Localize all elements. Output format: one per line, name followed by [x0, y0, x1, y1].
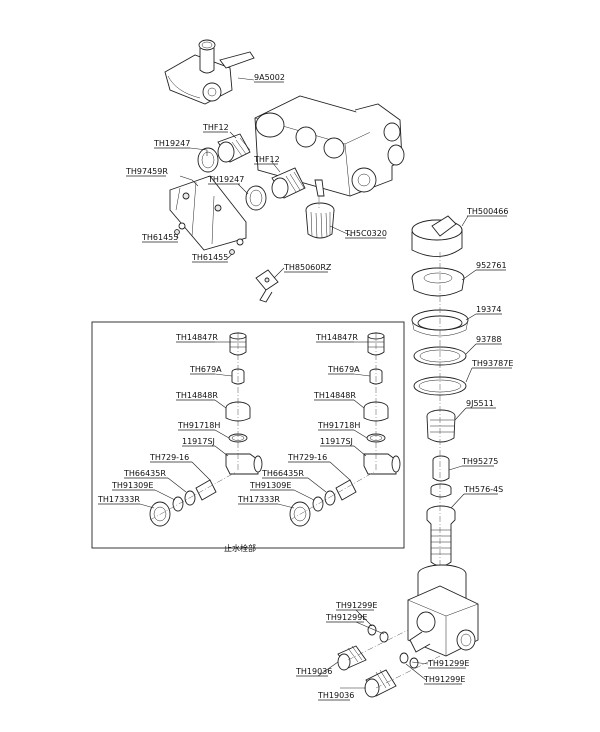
thf12-upper-cartridge: [197, 133, 251, 173]
cap-952761: [411, 267, 465, 297]
label-th576-4s: TH576-4S: [463, 485, 503, 494]
label-th91299e-1: TH91299E: [335, 601, 377, 610]
label-thf12-upper: THF12: [202, 123, 229, 132]
valve-body: [407, 564, 479, 657]
label-right-11917sj: 11917SJ: [320, 437, 353, 446]
box-caption: 止水栓部: [224, 543, 256, 553]
label-952761: 952761: [476, 261, 507, 270]
label-th19247-lower: TH19247: [207, 175, 244, 184]
label-9j5511: 9J5511: [466, 399, 494, 408]
label-th91299e-4: TH91299E: [423, 675, 465, 684]
label-th19036-lower: TH19036: [317, 691, 354, 700]
label-left-th91718h: TH91718H: [177, 421, 220, 430]
label-th95275: TH95275: [461, 457, 498, 466]
label-left-11917sj: 11917SJ: [182, 437, 215, 446]
label-th91299e-3: TH91299E: [427, 659, 469, 668]
elbow-part-9a5002: [164, 39, 255, 105]
label-right-th679a: TH679A: [327, 365, 360, 374]
fitting-th19036-lower: [364, 669, 397, 698]
label-th97459r: TH97459R: [125, 167, 168, 176]
label-left-th14848r: TH14848R: [175, 391, 218, 400]
label-left-th729-16: TH729-16: [149, 453, 189, 462]
part-th95275: [430, 455, 452, 498]
cartridge-9j5511: [426, 409, 456, 443]
label-right-th17333r: TH17333R: [237, 495, 280, 504]
label-right-th91718h: TH91718H: [317, 421, 360, 430]
label-19374: 19374: [476, 305, 501, 314]
label-right-th14847r: TH14847R: [315, 333, 358, 342]
label-th61455-upper: TH61455: [141, 233, 178, 242]
fitting-th19036-upper: [337, 645, 367, 671]
label-right-th91309e: TH91309E: [249, 481, 291, 490]
label-right-th729-16: TH729-16: [287, 453, 327, 462]
label-left-th17333r: TH17333R: [97, 495, 140, 504]
label-th93787e: TH93787E: [471, 359, 513, 368]
label-right-th14848r: TH14848R: [313, 391, 356, 400]
label-left-th91309e: TH91309E: [111, 481, 153, 490]
part-th576-4s: [426, 505, 456, 567]
handle-th500466: [411, 215, 463, 257]
label-th500466: TH500466: [466, 207, 508, 216]
cover-th97459r: [169, 175, 247, 251]
label-th5c0320: TH5C0320: [344, 229, 387, 238]
label-right-th66435r: TH66435R: [261, 469, 304, 478]
label-th19247-upper: TH19247: [153, 139, 190, 148]
label-left-th66435r: TH66435R: [123, 469, 166, 478]
label-th61455-lower: TH61455: [191, 253, 228, 262]
label-9a5002: 9A5002: [254, 73, 285, 82]
label-th91299e-2: TH91299E: [325, 613, 367, 622]
left-stop-valve-parts: [149, 332, 263, 527]
label-th19036-upper: TH19036: [295, 667, 332, 676]
label-thf12-lower: THF12: [253, 155, 280, 164]
label-93788: 93788: [476, 335, 501, 344]
key-th85060rz: [255, 269, 279, 303]
label-th85060rz: TH85060RZ: [283, 263, 332, 272]
label-left-th14847r: TH14847R: [175, 333, 218, 342]
label-left-th679a: TH679A: [189, 365, 222, 374]
thf12-lower-cartridge: [245, 167, 306, 211]
stop-valve-box: [91, 321, 405, 549]
part-th5c0320: [305, 202, 335, 239]
